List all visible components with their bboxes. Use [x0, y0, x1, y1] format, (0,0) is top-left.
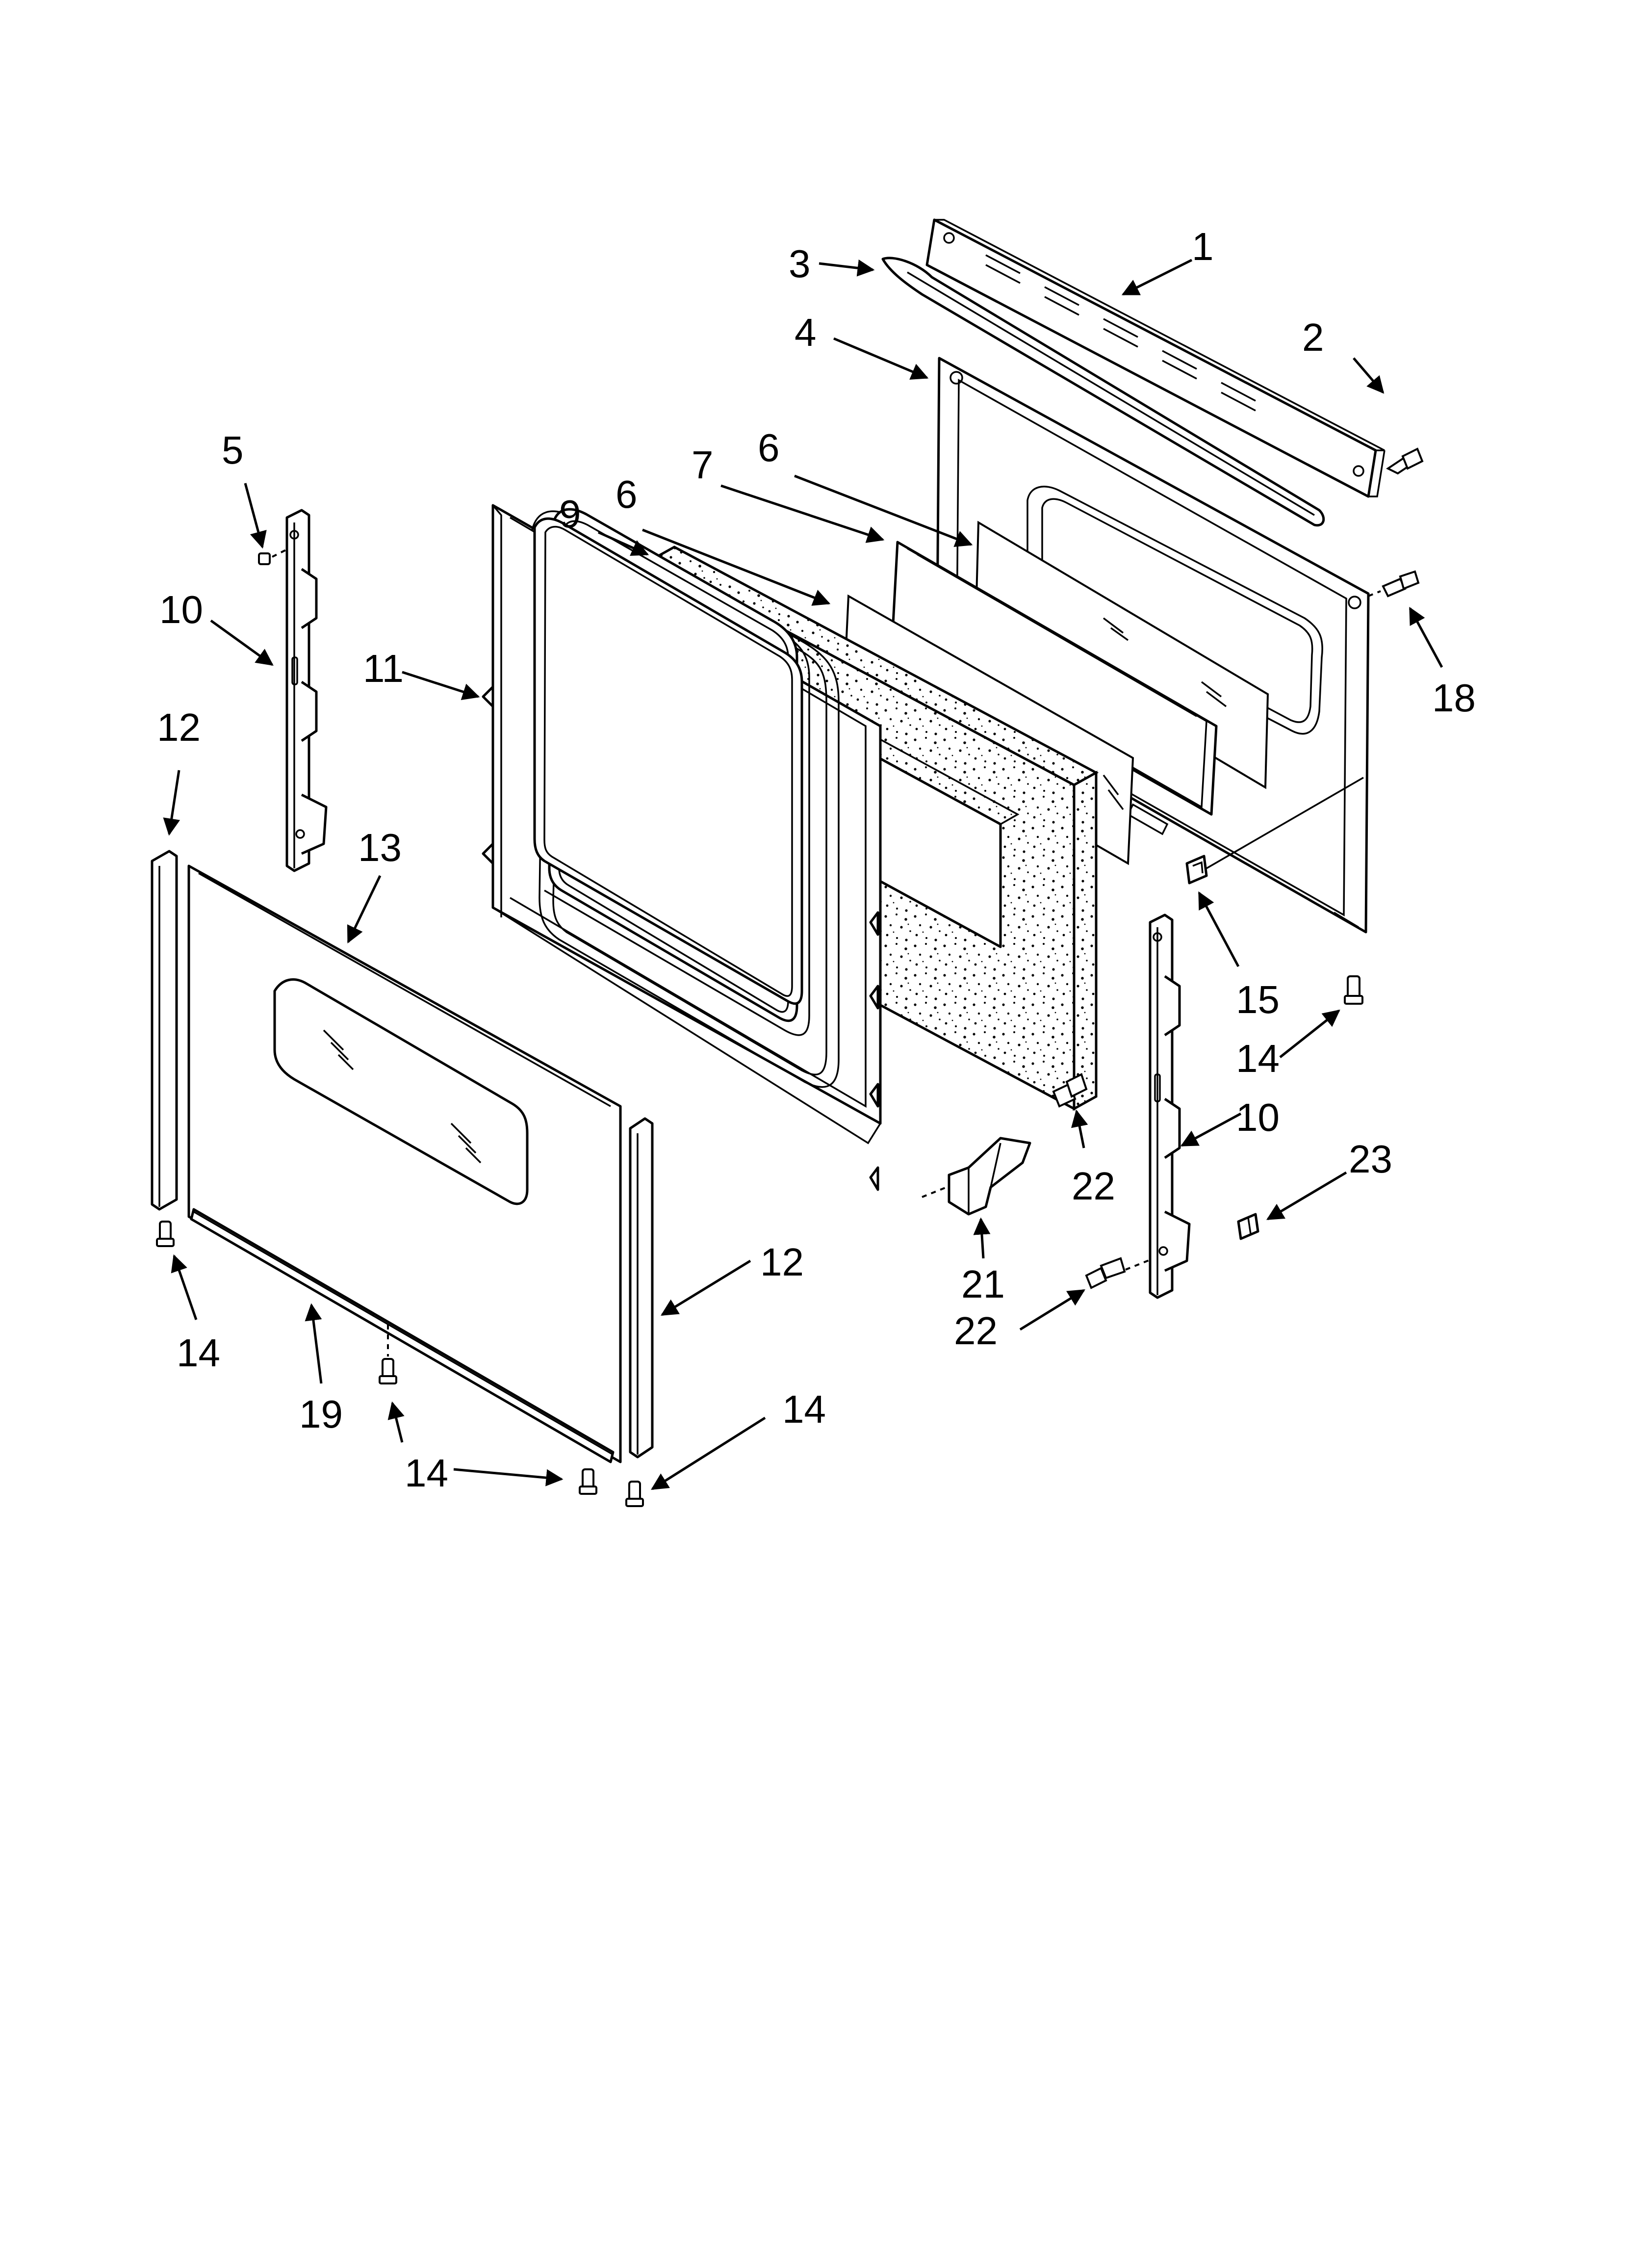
screw-18 [1368, 570, 1420, 598]
callout-6-rear: 6 [758, 426, 780, 469]
callout-2: 2 [1302, 315, 1324, 359]
callout-7: 7 [692, 443, 714, 487]
callout-22-top: 22 [1072, 1164, 1115, 1208]
callout-6-front: 6 [616, 472, 638, 516]
callout-23: 23 [1349, 1137, 1392, 1181]
callout-22-bottom: 22 [954, 1309, 998, 1353]
callout-21: 21 [961, 1262, 1005, 1306]
callout-9: 9 [559, 492, 581, 536]
callout-5: 5 [222, 428, 244, 472]
door-clip [1185, 777, 1364, 885]
screw-14-right [1344, 975, 1363, 1005]
screw-14-lower-a [579, 1468, 597, 1495]
callout-14-mid: 14 [405, 1451, 448, 1495]
callout-12-right: 12 [760, 1240, 804, 1284]
outer-door-glass [187, 864, 622, 1463]
hinge-bracket-right [1149, 913, 1191, 1299]
screw-14-mid [379, 1325, 397, 1384]
callout-19: 19 [299, 1392, 343, 1436]
side-trim-right [629, 1117, 654, 1459]
screw-14-lower-b [625, 1481, 644, 1507]
callout-13: 13 [358, 826, 402, 869]
side-trim-left [151, 850, 178, 1211]
screw-2 [1386, 447, 1424, 475]
callout-10-left: 10 [159, 588, 203, 631]
callout-12-left: 12 [157, 705, 201, 749]
callout-14-left: 14 [177, 1331, 220, 1375]
callout-15: 15 [1236, 978, 1280, 1021]
callout-labels: 1 2 3 4 5 6 6 7 9 10 10 11 12 12 13 14 1… [157, 225, 1476, 1495]
callout-11: 11 [363, 647, 404, 690]
screw-22-top [1052, 1073, 1088, 1108]
screw-22-bottom [1085, 1257, 1151, 1289]
door-trim-bar [881, 257, 1325, 527]
door-liner [482, 504, 882, 1191]
spring-clip [1237, 1213, 1259, 1240]
callout-3: 3 [789, 242, 811, 286]
screws [156, 447, 1424, 1507]
callout-1: 1 [1192, 225, 1214, 268]
door-bracket [922, 1137, 1031, 1216]
callout-14-right: 14 [1236, 1037, 1280, 1080]
screw-5 [258, 548, 287, 565]
callout-10-right: 10 [1236, 1095, 1280, 1139]
hinge-bracket-left [285, 509, 328, 872]
bottom-door-trim [190, 1208, 615, 1463]
callout-4: 4 [795, 311, 817, 354]
screw-14-left [156, 1221, 175, 1247]
callout-18: 18 [1432, 676, 1476, 720]
control-panel-trim [925, 218, 1385, 498]
callout-14-lower: 14 [782, 1387, 826, 1431]
leader-lines [163, 259, 1443, 1490]
